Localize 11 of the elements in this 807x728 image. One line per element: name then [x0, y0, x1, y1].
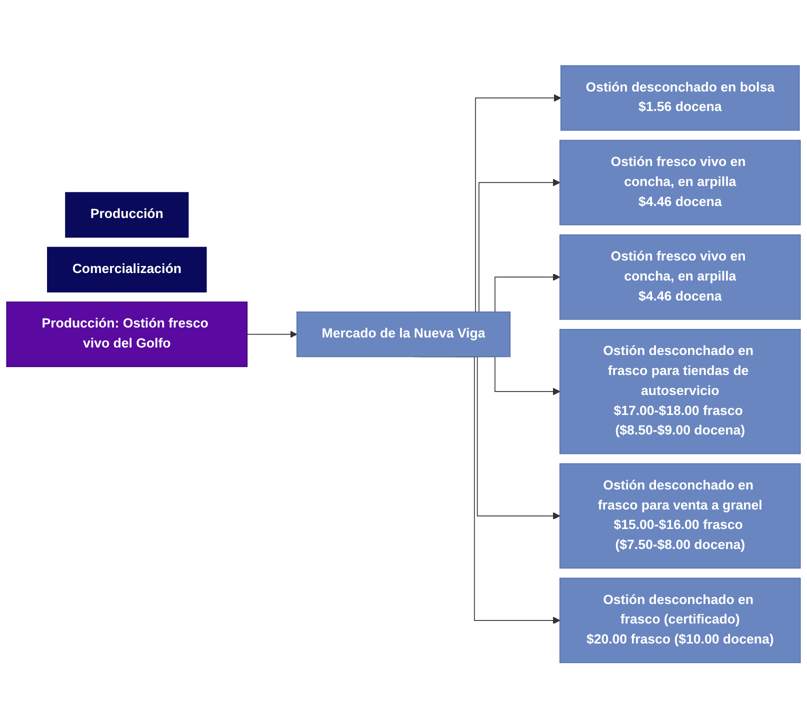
node-box: Comercialización	[47, 246, 207, 292]
arrow	[246, 330, 298, 338]
node-box: Producción: Ostión fresco vivo del Golfo	[6, 301, 248, 367]
node-box: Ostión desconchado en frasco para venta a granel $15.00-$16.00 frasco ($7.50-$8.00 docena)	[559, 463, 801, 568]
node-box: Ostión desconchado en frasco para tiendas de autoservicio $17.00-$18.00 frasco ($8.50-$9.00 docena)	[559, 328, 801, 454]
node-box: Ostión fresco vivo en concha, en arpilla $4.46 docena	[559, 234, 801, 320]
node-box: Ostión desconchado en frasco (certificado) $20.00 frasco ($10.00 docena)	[559, 578, 801, 663]
node-box: Producción	[65, 192, 189, 238]
node-box: Ostión fresco vivo en concha, en arpilla $4.46 docena	[559, 140, 801, 226]
node-box: Mercado de la Nueva Viga	[296, 311, 511, 357]
node-box: Ostión desconchado en bolsa $1.56 docena	[560, 65, 800, 131]
